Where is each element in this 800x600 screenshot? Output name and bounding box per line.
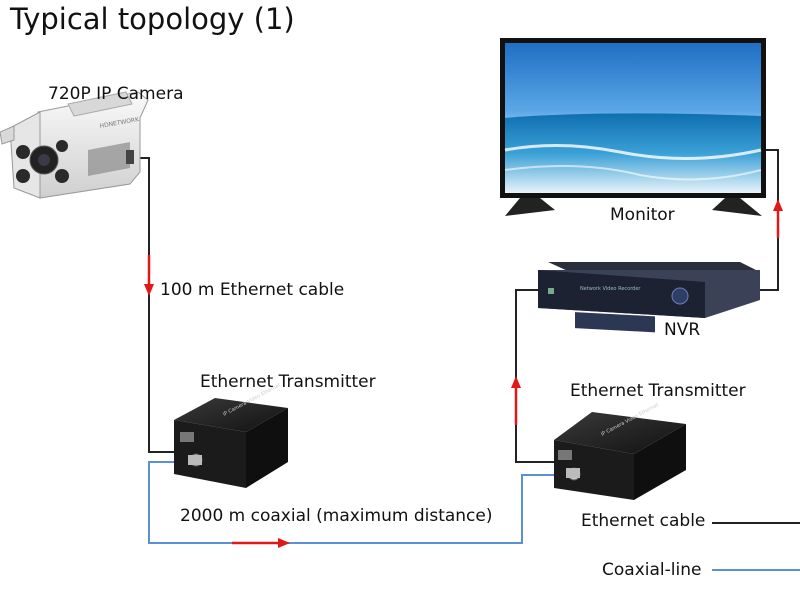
- ip-camera-image: HDNETWORK: [0, 91, 149, 199]
- ethernet-transmitter-right-image: IP Camera Video Ethernet: [554, 402, 686, 500]
- nvr-label: NVR: [664, 320, 701, 340]
- transmitter-right-label: Ethernet Transmitter: [570, 381, 746, 401]
- page-title: Typical topology (1): [10, 2, 295, 36]
- ethernet-cable-camera-to-transmitter: [130, 157, 178, 453]
- flow-arrow-up-right: [773, 199, 783, 238]
- nvr-image: Network Video Recorder: [538, 262, 760, 333]
- nvr-print-text: Network Video Recorder: [580, 286, 641, 292]
- coaxial-distance-label: 2000 m coaxial (maximum distance): [180, 506, 493, 526]
- ethernet-transmitter-left-image: IP Camera Video Ethernet: [174, 382, 288, 488]
- legend-ethernet-label: Ethernet cable: [581, 511, 706, 531]
- ethernet-cable-transmitter-to-nvr: [515, 289, 555, 463]
- flow-arrow-down: [144, 255, 154, 296]
- ethernet-cable-length-label: 100 m Ethernet cable: [160, 280, 345, 300]
- legend-coaxial-label: Coaxial-line: [602, 560, 702, 580]
- flow-arrow-right: [232, 538, 290, 548]
- coaxial-line: [148, 461, 560, 544]
- camera-label: 720P IP Camera: [48, 84, 184, 104]
- monitor-label: Monitor: [610, 205, 675, 225]
- transmitter-left-label: Ethernet Transmitter: [200, 372, 376, 392]
- flow-arrow-up-left: [511, 376, 521, 425]
- monitor-image: [500, 38, 766, 216]
